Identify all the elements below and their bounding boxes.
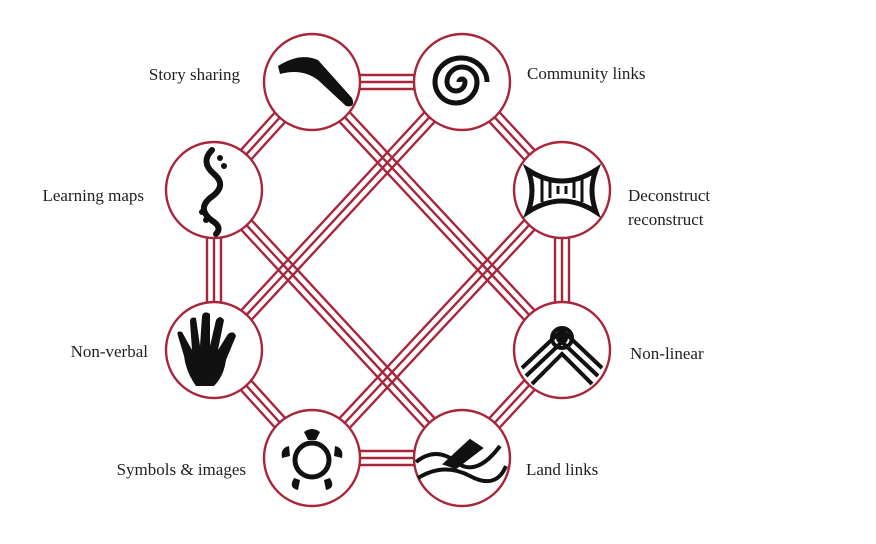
label-non-verbal: Non-verbal: [70, 342, 148, 361]
connector-line-8: [311, 81, 563, 351]
connector-line-9: [213, 81, 463, 351]
connector-line-10: [218, 184, 469, 455]
connector-line-11: [311, 189, 563, 459]
label-symbols-images: Symbols & images: [116, 460, 246, 479]
boomerang-icon: [278, 57, 354, 107]
label-learning-maps: Learning maps: [42, 186, 145, 205]
label-land-links: Land links: [526, 460, 599, 479]
bowtie-icon: [522, 163, 602, 219]
label-non-linear: Non-linear: [630, 344, 704, 363]
node-land-links: [412, 408, 512, 508]
node-community-links: [412, 32, 512, 132]
wavy-path-icon: [199, 147, 227, 237]
connector-line-10: [207, 193, 458, 464]
hand-icon: [177, 312, 236, 386]
connector-line-9: [218, 85, 469, 356]
connector-line-10: [213, 189, 463, 459]
river-fish-icon: [414, 438, 508, 484]
spiral-icon: [432, 55, 490, 106]
connector-line-8: [316, 76, 568, 347]
node-non-linear: [512, 300, 612, 400]
node-symbols-images: [262, 408, 362, 508]
label-community-links: Community links: [527, 64, 646, 83]
label-deconstruct-reconstruct: Deconstruct reconstruct: [628, 186, 711, 229]
connector-line-8: [306, 85, 558, 356]
label-story-sharing: Story sharing: [148, 65, 240, 84]
connector-lines: [205, 73, 571, 467]
connector-line-11: [306, 184, 558, 455]
node-learning-maps: [164, 140, 264, 240]
connector-line-9: [207, 76, 458, 347]
connector-line-11: [316, 193, 568, 464]
node-story-sharing: [262, 32, 362, 132]
node-non-verbal: [164, 300, 264, 400]
turtle-circle-icon: [281, 429, 343, 490]
concentric-arcs-icon: [520, 326, 604, 386]
node-deconstruct-reconstruct: [512, 140, 612, 240]
